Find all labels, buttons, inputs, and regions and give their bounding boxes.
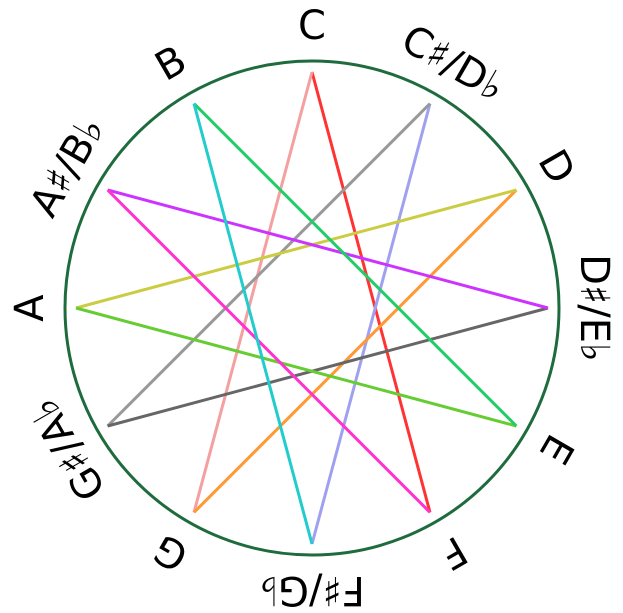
chord-line-cs-fs xyxy=(310,103,432,545)
chord-line-e-b xyxy=(192,102,518,428)
note-label-fs: F♯/G♭ xyxy=(259,567,365,613)
note-label-cs: C♯/D♭ xyxy=(394,16,513,111)
chord-line-e-a xyxy=(75,306,517,428)
chord-line-f-as xyxy=(106,188,432,514)
note-label-c: C xyxy=(298,3,326,49)
note-labels: C C♯/D♭ D D♯/E♭ E F F♯/G♭ G G♯/A♭ A A♯/B♭ B xyxy=(7,3,617,613)
note-label-a: A xyxy=(7,294,53,322)
chord-line-d-g xyxy=(192,188,518,514)
note-label-b: B xyxy=(148,37,195,91)
note-label-d: D xyxy=(529,142,584,192)
note-label-f: F xyxy=(432,527,475,578)
chord-line-c-f xyxy=(310,71,432,513)
note-label-ds: D♯/E♭ xyxy=(571,254,617,362)
note-label-g: G xyxy=(146,525,196,580)
note-label-as: A♯/B♭ xyxy=(21,109,114,224)
chord-line-d-a xyxy=(75,188,517,310)
chord-line-ds-gs xyxy=(107,306,549,428)
note-label-e: E xyxy=(530,427,582,472)
chord-lines xyxy=(75,71,549,545)
note-label-gs: G♯/A♭ xyxy=(20,390,115,508)
chord-line-fs-b xyxy=(192,103,314,545)
chord-line-cs-gs xyxy=(106,102,432,428)
chord-line-ds-as xyxy=(107,188,549,310)
chord-line-c-g xyxy=(192,71,314,513)
outer-circle xyxy=(63,59,561,557)
